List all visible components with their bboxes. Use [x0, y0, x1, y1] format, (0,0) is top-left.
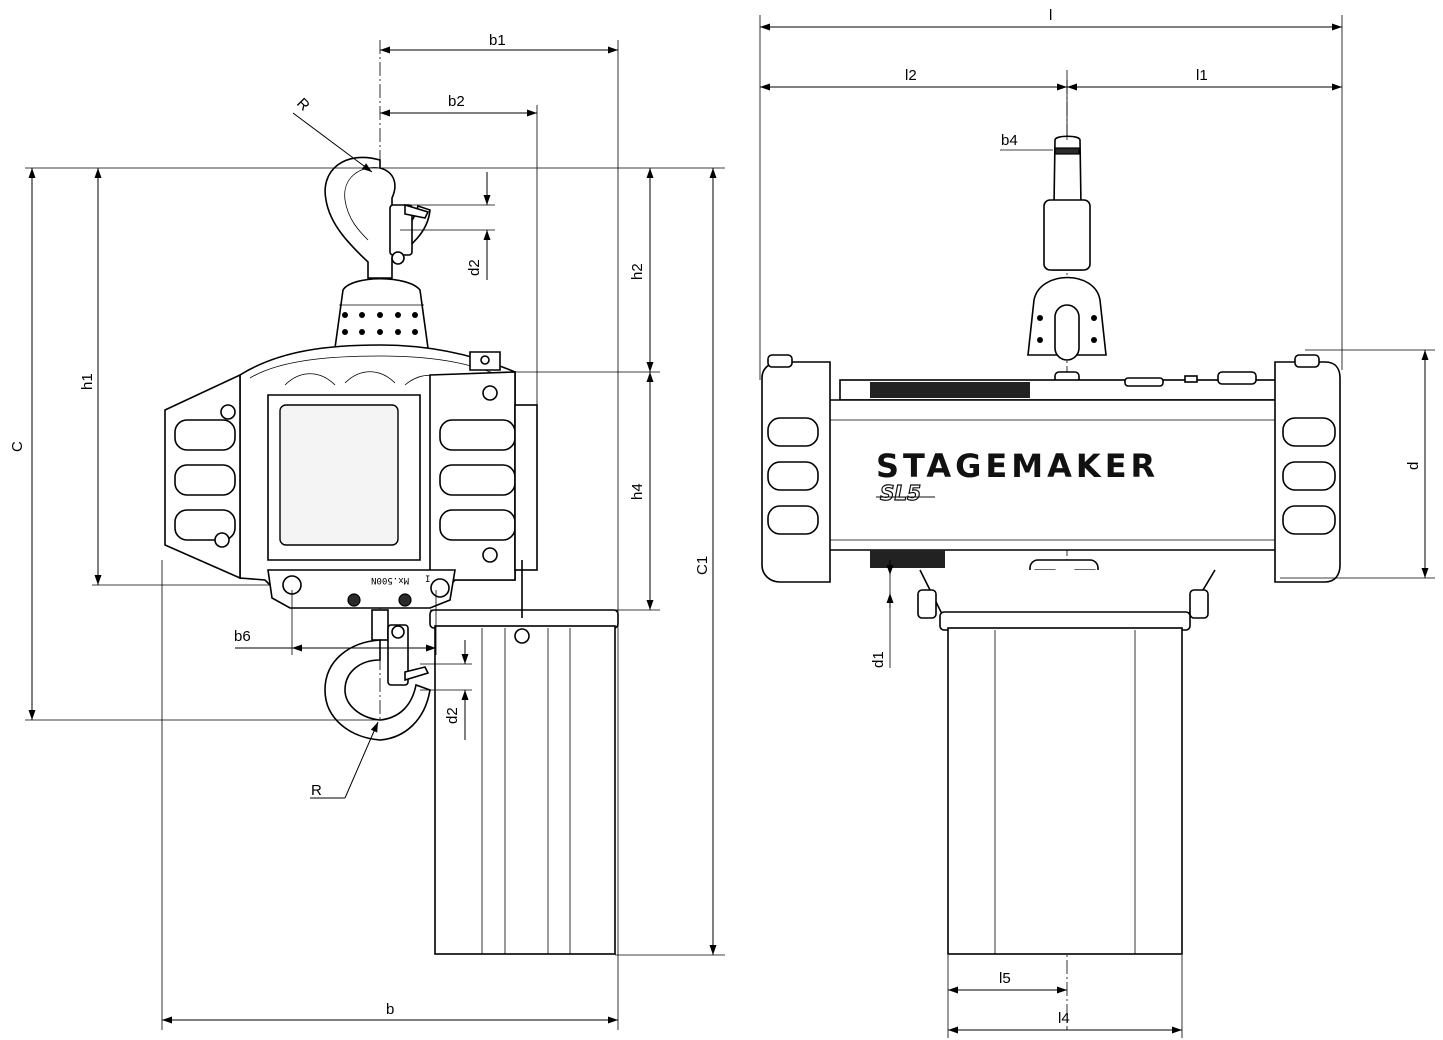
- suspension-block: [334, 277, 429, 349]
- brand-logo: STAGEMAKER: [876, 447, 1159, 485]
- bottom-hook: [324, 609, 431, 741]
- dim-d2-bottom-label: d2: [444, 707, 461, 724]
- dim-r-top-label: R: [293, 95, 313, 115]
- dim-l-label: l: [1049, 7, 1052, 24]
- dimensions: b1 b2 b b6 C h1 h2 h4 C1 d2 d2 R R l l2 …: [9, 7, 1435, 1038]
- dim-c-label: C: [9, 441, 26, 452]
- dim-b1-label: b1: [489, 32, 506, 49]
- dim-l5-label: l5: [999, 970, 1011, 987]
- body-plate-mark: I: [425, 575, 430, 585]
- front-view: STAGEMAKER SL5: [761, 80, 1341, 1030]
- top-hook-front: [1043, 135, 1091, 271]
- dim-l4-label: l4: [1058, 1010, 1070, 1027]
- dim-d-label: d: [1405, 462, 1422, 470]
- dim-l1-label: l1: [1196, 67, 1208, 84]
- dim-b2-label: b2: [448, 93, 465, 110]
- dim-r-bottom-label: R: [311, 782, 322, 799]
- dim-h2-label: h2: [629, 263, 646, 280]
- dim-d2-top-label: d2: [466, 259, 483, 276]
- chain-bucket-side: [429, 560, 619, 955]
- body-plate-text: Mx.500N: [371, 575, 409, 585]
- hoist-body-front: STAGEMAKER SL5: [761, 354, 1341, 583]
- chain-bucket-front: [939, 611, 1191, 955]
- dim-c1-label: C1: [694, 556, 711, 575]
- dim-h4-label: h4: [629, 483, 646, 500]
- dim-d1-label: d1: [870, 651, 887, 668]
- dim-l2-label: l2: [905, 67, 917, 84]
- top-hook: [324, 156, 431, 279]
- dim-b4-label: b4: [1001, 132, 1018, 149]
- hoist-body-side: Mx.500N I: [164, 344, 538, 609]
- dim-b-label: b: [386, 1001, 394, 1018]
- suspension-block-front: [1027, 276, 1107, 393]
- side-view: Mx.500N I: [164, 40, 619, 955]
- model-logo: SL5: [880, 481, 921, 505]
- dim-b6-label: b6: [234, 628, 251, 645]
- dim-h1-label: h1: [79, 373, 96, 390]
